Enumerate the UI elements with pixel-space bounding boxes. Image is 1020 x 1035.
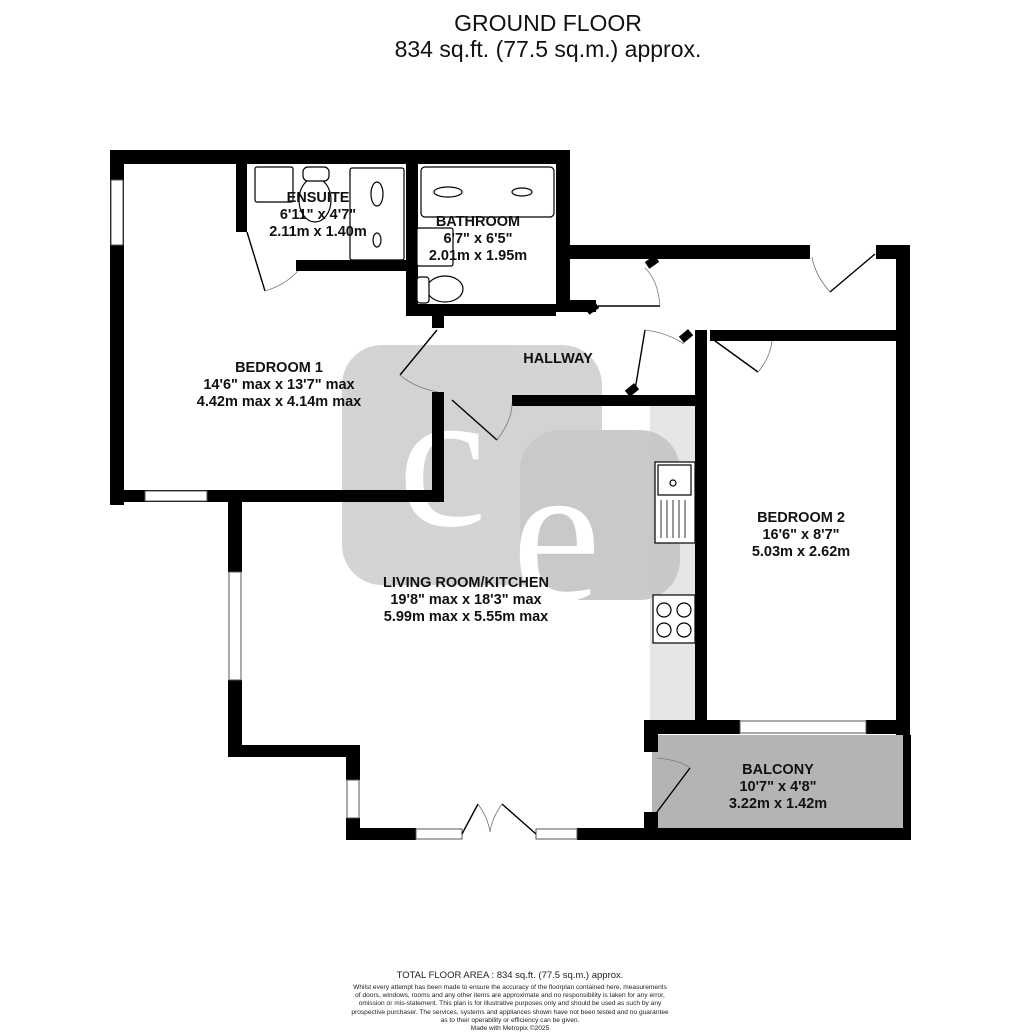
room-dim-metric: 5.99m max x 5.55m max bbox=[383, 609, 549, 625]
floor-name: GROUND FLOOR bbox=[454, 10, 642, 36]
room-dim-metric: 2.11m x 1.40m bbox=[269, 224, 367, 240]
room-name: BALCONY bbox=[742, 762, 814, 778]
room-label-ensuite: ENSUITE 6'11" x 4'7" 2.11m x 1.40m bbox=[269, 190, 367, 241]
disclaimer-line: Whilst every attempt has been made to en… bbox=[353, 984, 667, 991]
disclaimer-line: omission or mis-statement. This plan is … bbox=[358, 1000, 662, 1008]
room-dim-imperial: 6'11" x 4'7" bbox=[279, 207, 357, 223]
room-label-bedroom-1: BEDROOM 1 14'6" max x 13'7" max 4.42m ma… bbox=[197, 360, 361, 411]
disclaimer-line: of doors, windows, rooms and any other i… bbox=[355, 992, 665, 1000]
balcony-floor bbox=[652, 735, 905, 835]
windows bbox=[110, 179, 867, 840]
room-dim-imperial: 6'7" x 6'5" bbox=[443, 231, 513, 247]
disclaimer-line: prospective purchaser. The services, sys… bbox=[351, 1008, 669, 1016]
drainer-lines bbox=[660, 500, 686, 538]
door-stops bbox=[584, 255, 694, 397]
room-dim-imperial: 19'8" max x 18'3" max bbox=[390, 592, 542, 608]
bathroom-sink-icon bbox=[416, 227, 454, 267]
room-label-hallway: HALLWAY bbox=[523, 351, 593, 368]
floor-area: 834 sq.ft. (77.5 sq.m.) approx. bbox=[394, 36, 702, 62]
floor-title-block: GROUND FLOOR 834 sq.ft. (77.5 sq.m.) app… bbox=[0, 10, 1020, 62]
metropix-credit: Made with Metropix ©2025 bbox=[470, 1025, 550, 1033]
disclaimer: Whilst every attempt has been made to en… bbox=[310, 984, 710, 1033]
room-name: ENSUITE bbox=[286, 190, 350, 206]
room-dim-imperial: 10'7" x 4'8" bbox=[739, 779, 817, 795]
bathroom-toilet-icon bbox=[426, 275, 464, 303]
disclaimer-line: as to their operability or efficiency ca… bbox=[440, 1016, 580, 1024]
room-dim-imperial: 14'6" max x 13'7" max bbox=[203, 377, 355, 393]
room-label-bathroom: BATHROOM 6'7" x 6'5" 2.01m x 1.95m bbox=[429, 214, 527, 265]
footer: TOTAL FLOOR AREA : 834 sq.ft. (77.5 sq.m… bbox=[310, 970, 710, 1033]
room-dim-metric: 2.01m x 1.95m bbox=[428, 248, 528, 264]
room-label-bedroom-2: BEDROOM 2 16'6" x 8'7" 5.03m x 2.62m bbox=[752, 510, 850, 561]
room-dim-metric: 5.03m x 2.62m bbox=[751, 544, 851, 560]
total-floor-area: TOTAL FLOOR AREA : 834 sq.ft. (77.5 sq.m… bbox=[396, 970, 624, 981]
ensuite-sink-icon bbox=[254, 166, 294, 203]
doors bbox=[246, 231, 876, 835]
room-name: BEDROOM 2 bbox=[757, 510, 845, 526]
shower-tray-icon bbox=[349, 167, 405, 261]
room-name: LIVING ROOM/KITCHEN bbox=[383, 575, 549, 591]
room-name: BEDROOM 1 bbox=[235, 360, 323, 376]
fixtures bbox=[254, 166, 696, 644]
room-label-balcony: BALCONY 10'7" x 4'8" 3.22m x 1.42m bbox=[729, 762, 827, 813]
room-dim-metric: 4.42m max x 4.14m max bbox=[196, 394, 362, 410]
room-dim-metric: 3.22m x 1.42m bbox=[728, 796, 828, 812]
svg-text:e: e bbox=[512, 423, 601, 644]
room-label-living-kitchen: LIVING ROOM/KITCHEN 19'8" max x 18'3" ma… bbox=[383, 575, 549, 626]
room-name: HALLWAY bbox=[523, 351, 593, 367]
bath-icon bbox=[420, 166, 555, 218]
room-name: BATHROOM bbox=[435, 214, 521, 230]
walls bbox=[110, 150, 911, 840]
room-dim-imperial: 16'6" x 8'7" bbox=[762, 527, 840, 543]
